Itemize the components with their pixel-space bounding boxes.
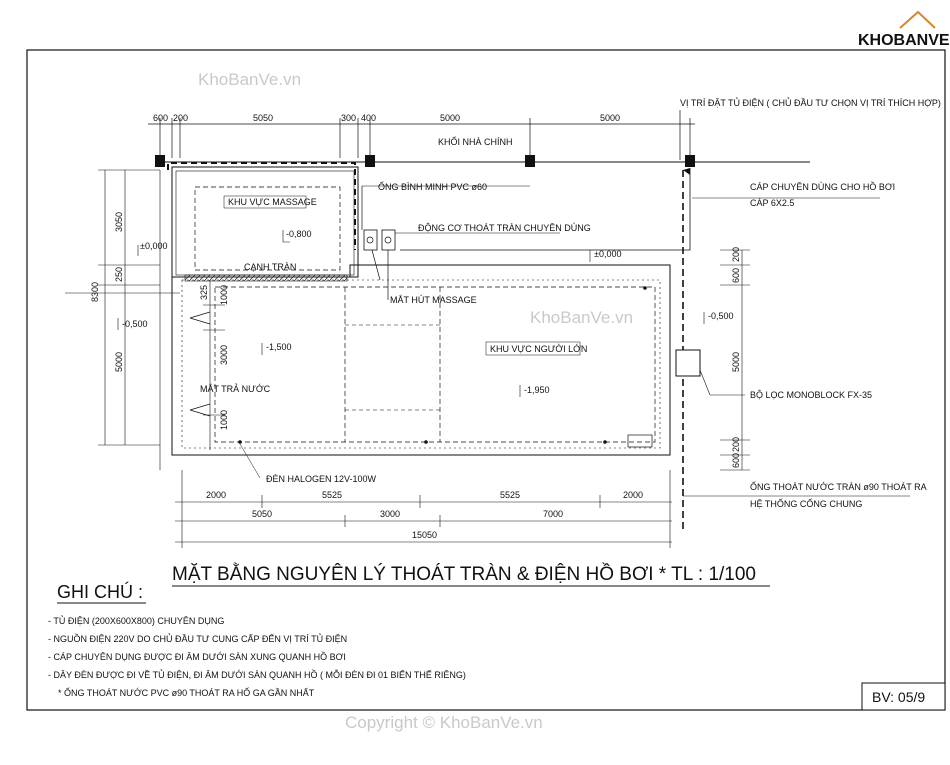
massage-zone-label: KHU VỰC MASSAGE [228,197,317,207]
panel-location-label: VỊ TRÍ ĐẶT TỦ ĐIỆN ( CHỦ ĐẦU TƯ CHỌN VỊ … [680,97,941,108]
level-markers [117,230,705,397]
level-zero-left: ±0,000 [140,241,167,251]
sheet-border [26,49,946,711]
dim-bottom-15050: 15050 [412,530,437,540]
return-inlet-icons [189,311,211,417]
dim-left-8300: 8300 [90,282,100,302]
dim-right-5000: 5000 [731,352,741,372]
special-cable-label: CÁP CHUYÊN DÙNG CHO HỒ BƠI [750,181,895,192]
right-dimension-lines [720,249,750,471]
dim-right-200b: 200 [731,437,741,452]
dim-top-5000b: 5000 [600,113,620,123]
level-shallow: -1,500 [266,342,292,352]
overflow-edge-label: CẠNH TRÀN [244,262,296,272]
dim-bottom-3000: 3000 [380,509,400,519]
note-item: - CÁP CHUYÊN DỤNG ĐƯỢC ĐI ÂM DƯỚI SÀN XU… [48,651,346,662]
overflow-edge-hatch [184,274,348,282]
dim-bottom-2000a: 2000 [206,490,226,500]
dim-top-300: 300 [341,113,356,123]
dim-top-5000a: 5000 [440,113,460,123]
halogen-light-label: ĐÈN HALOGEN 12V-100W [266,474,377,484]
pvc-pipe-label: ỐNG BÌNH MINH PVC ø60 [378,181,487,192]
overflow-pipe-label: ỐNG THOÁT NƯỚC TRÀN ø90 THOÁT RA [750,481,927,492]
cable-route [400,168,691,251]
cable-size-label: CÁP 6X2.5 [750,198,794,208]
drawing-title: MẶT BẰNG NGUYÊN LÝ THOÁT TRÀN & ĐIỆN HỒ … [172,563,756,585]
sheet-number: BV: 05/9 [872,689,925,705]
dim-bottom-5525b: 5525 [500,490,520,500]
dim-top-5050: 5050 [253,113,273,123]
halogen-light-icons [238,286,647,444]
level-zero-right: ±0,000 [594,249,621,259]
dim-right-600b: 600 [731,453,741,468]
level-massage: -0,800 [286,229,312,239]
monoblock-filter-icon [675,349,701,377]
building-columns [155,155,695,167]
return-inlet-label: MẮT TRẢ NƯỚC [200,383,271,394]
watermark-bottom: Copyright © KhoBanVe.vn [345,713,543,732]
dim-bottom-7000: 7000 [543,509,563,519]
dim-right-600a: 600 [731,268,741,283]
note-item: - NGUỒN ĐIỆN 220V DO CHỦ ĐẦU TƯ CUNG CẤP… [48,633,347,644]
watermark-mid: KhoBanVe.vn [530,308,633,327]
pool-ladder-icon [627,434,653,448]
dim-left-5000: 5000 [114,352,124,372]
dim-top-600: 600 [153,113,168,123]
bottom-dimension-lines [175,470,672,548]
overflow-motor-label: ĐỘNG CƠ THOÁT TRÀN CHUYÊN DÙNG [418,223,591,233]
dim-bottom-2000b: 2000 [623,490,643,500]
notes-heading: GHI CHÚ : [57,581,143,602]
watermark-top: KhoBanVe.vn [198,70,301,89]
top-dimension-line [148,118,695,158]
dim-bottom-5525a: 5525 [322,490,342,500]
level-right-pool: -0,500 [708,311,734,321]
massage-suction-label: MẮT HÚT MASSAGE [390,295,477,305]
dim-top-400: 400 [361,113,376,123]
level-deep: -1,950 [524,385,550,395]
adult-zone-label: KHU VỰC NGƯỜI LỚN [490,344,587,354]
level-left-pool: -0,500 [122,319,148,329]
main-block-label: KHỐI NHÀ CHÍNH [438,136,513,147]
dim-left-325: 325 [199,285,209,300]
khobanve-logo: KHOBANVE [858,10,950,49]
note-item: - TỦ ĐIỆN (200X600X800) CHUYÊN DỤNG [48,615,224,626]
note-item: * ỐNG THOÁT NƯỚC PVC ø90 THOÁT RA HỐ GA … [58,687,315,698]
drainage-label: HỆ THỐNG CỐNG CHUNG [750,498,862,509]
dim-bottom-5050: 5050 [252,509,272,519]
dim-left-3050: 3050 [114,212,124,232]
dim-left-3000: 3000 [219,345,229,365]
note-item: - DÂY ĐÈN ĐƯỢC ĐI VỀ TỦ ĐIỆN, ĐI ÂM DƯỚI… [48,669,466,680]
dim-top-200: 200 [173,113,188,123]
overflow-motor-units [363,229,396,251]
dim-left-1000b: 1000 [219,410,229,430]
dim-left-250: 250 [114,267,124,282]
left-dimension-lines [65,169,225,470]
logo-text: KHOBANVE [858,32,950,49]
dim-right-200a: 200 [731,247,741,262]
sheet-number-box [861,682,946,711]
filter-label: BỘ LỌC MONOBLOCK FX-35 [750,390,872,400]
dim-left-1000a: 1000 [219,285,229,305]
